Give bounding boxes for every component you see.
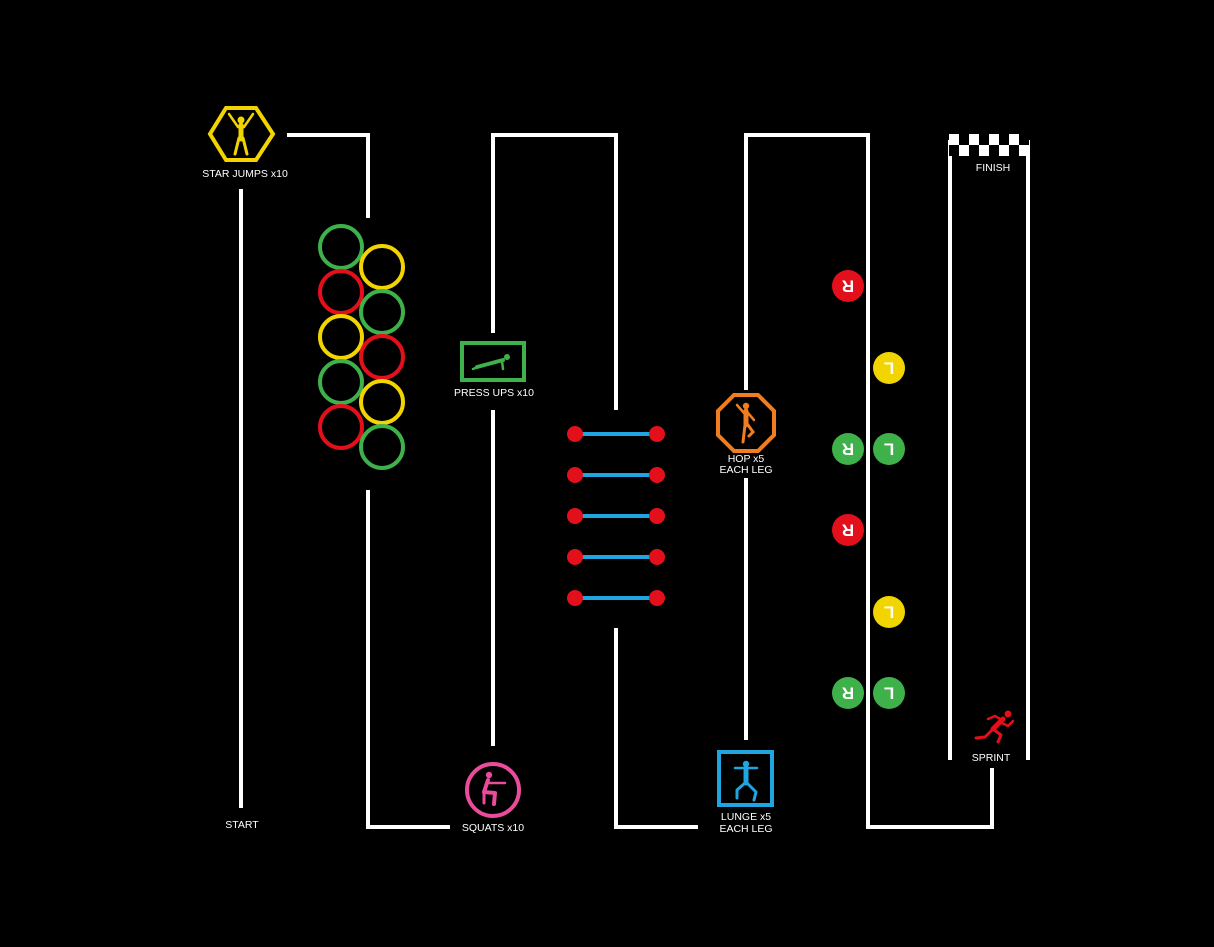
ladder-rung	[567, 590, 665, 606]
ring	[359, 289, 405, 335]
station-sprint: SPRINT	[972, 710, 1015, 764]
svg-text:L: L	[884, 684, 894, 703]
ring	[318, 314, 364, 360]
squat-figure-icon	[482, 771, 507, 806]
octagon-frame	[716, 393, 776, 453]
stepping-stone: L	[873, 433, 905, 465]
stepping-stones: R L R L R L R L	[832, 270, 905, 709]
ring	[359, 424, 405, 470]
path-segment-bottom-2	[614, 628, 698, 829]
station-squats: SQUATS x10	[462, 762, 524, 834]
stepping-stone: L	[873, 677, 905, 709]
hop-figure-icon	[735, 402, 756, 444]
agility-ladder	[567, 426, 665, 606]
label-press-ups: PRESS UPS x10	[454, 387, 534, 399]
ring	[318, 224, 364, 270]
svg-text:R: R	[842, 440, 854, 459]
label-finish: FINISH	[976, 162, 1010, 174]
ring	[359, 334, 405, 380]
label-lunge-line1: LUNGE x5	[721, 811, 771, 823]
checkered-flag-icon	[949, 134, 1029, 156]
ladder-rung	[567, 467, 665, 483]
label-sprint: SPRINT	[972, 752, 1011, 764]
ladder-rung	[567, 426, 665, 442]
hexagon-frame	[207, 106, 276, 162]
label-start: START	[225, 819, 259, 831]
sprinter-icon	[974, 710, 1015, 744]
label-squats: SQUATS x10	[462, 822, 524, 834]
ring	[318, 359, 364, 405]
rectangle-frame	[460, 341, 526, 382]
stepping-stone: R	[832, 270, 864, 302]
label-star-jumps: STAR JUMPS x10	[202, 168, 288, 180]
path-segment-3	[744, 133, 994, 829]
stepping-stone: R	[832, 514, 864, 546]
svg-text:L: L	[884, 359, 894, 378]
label-lunge-line2: EACH LEG	[719, 823, 772, 835]
stepping-stone: R	[832, 677, 864, 709]
ring	[318, 404, 364, 450]
hopscotch-rings	[318, 224, 405, 470]
star-jump-figure-icon	[227, 112, 255, 156]
station-star-jumps: STAR JUMPS x10	[202, 106, 288, 180]
ladder-rung	[567, 508, 665, 524]
square-frame	[717, 750, 774, 807]
ring	[359, 379, 405, 425]
stepping-stone: L	[873, 352, 905, 384]
path-segment-bottom-1	[366, 490, 450, 829]
station-lunge: LUNGE x5 EACH LEG	[717, 750, 774, 835]
svg-text:L: L	[884, 603, 894, 622]
path-segment-top-2	[491, 133, 618, 410]
svg-text:R: R	[842, 684, 854, 703]
path-segment-top-1	[287, 133, 370, 218]
course-path	[239, 133, 1030, 829]
circle-frame	[465, 762, 521, 818]
svg-text:R: R	[842, 277, 854, 296]
ring	[359, 244, 405, 290]
svg-text:L: L	[884, 440, 894, 459]
press-up-figure-icon	[471, 354, 510, 371]
ring	[318, 269, 364, 315]
lunge-figure-icon	[733, 760, 759, 802]
label-hop-line1: HOP x5	[728, 453, 765, 465]
label-hop-line2: EACH LEG	[719, 464, 772, 476]
station-press-ups: PRESS UPS x10	[454, 341, 534, 399]
stepping-stone: L	[873, 596, 905, 628]
svg-text:R: R	[842, 521, 854, 540]
station-hop: HOP x5 EACH LEG	[716, 393, 776, 476]
ladder-rung	[567, 549, 665, 565]
stepping-stone: R	[832, 433, 864, 465]
